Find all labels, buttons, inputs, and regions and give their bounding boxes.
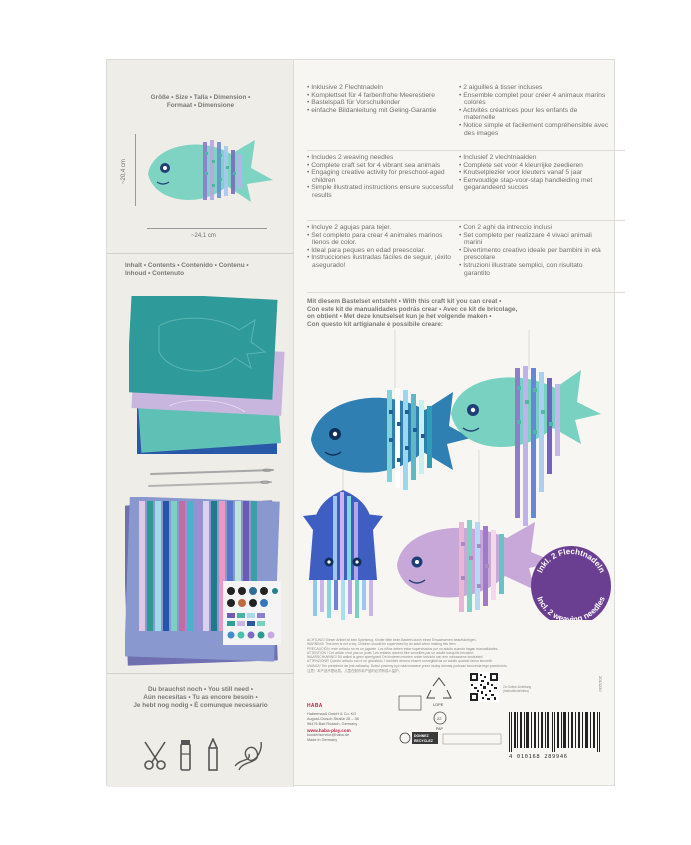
article-number: 2013220 bbox=[598, 676, 603, 692]
company-address: Habermaaß GmbH & Co. KG August-Grosch-St… bbox=[307, 712, 359, 743]
qr-caption: Zu Online-Anleitung (instructions/infos) bbox=[503, 685, 532, 693]
still-need-section: Du brauchst noch • You still need • Aún … bbox=[107, 673, 294, 787]
features-es: Incluye 2 agujas para tejer. Set complet… bbox=[307, 224, 457, 270]
qr-code[interactable] bbox=[469, 672, 499, 702]
chinese-warning: 注意！本产品不是玩具。儿童在制作本产品时必须有成人监护。 bbox=[307, 669, 402, 673]
barcode-number: 4 010168 289946 bbox=[509, 754, 568, 760]
haba-logo: HABA bbox=[307, 703, 323, 709]
contents-section: Inhalt • Contents • Contenido • Contenu … bbox=[107, 253, 294, 673]
recyclez-label: RECYCLEZ bbox=[414, 739, 434, 743]
divider bbox=[307, 292, 625, 293]
fish-size-illustration bbox=[148, 140, 273, 202]
contents-heading: Inhalt • Contents • Contenido • Contenu … bbox=[125, 262, 249, 277]
paper-strips-and-stickers-image bbox=[125, 497, 281, 666]
left-column: Größe • Size • Talla • Dimension • Forma… bbox=[107, 60, 294, 787]
package-back: Größe • Size • Talla • Dimension • Forma… bbox=[106, 59, 625, 787]
size-section: Größe • Size • Talla • Dimension • Forma… bbox=[107, 60, 294, 253]
features-de: Inklusive 2 Flechtnadeln Komplettset für… bbox=[307, 84, 457, 114]
triman-icon bbox=[399, 732, 438, 744]
mark-icon bbox=[398, 695, 422, 711]
recycle-icon bbox=[426, 677, 452, 699]
donnez-label: DONNEZ bbox=[414, 734, 430, 738]
pap-recycle-icon bbox=[433, 711, 447, 725]
divider bbox=[307, 220, 625, 221]
width-dimension-line bbox=[147, 228, 267, 229]
pap-code: 22 bbox=[437, 716, 442, 721]
sorting-info-box bbox=[442, 733, 502, 745]
finished-sea-animals-image: Inkl. 2 Flechtnadeln Incl. 2 weaving nee… bbox=[303, 330, 611, 620]
craft-results-heading: Mit diesem Bastelset entsteht • With thi… bbox=[307, 298, 518, 328]
still-need-heading: Du brauchst noch • You still need • Aún … bbox=[133, 686, 268, 709]
string-icon bbox=[234, 741, 262, 771]
scissors-icon bbox=[144, 741, 166, 770]
features-nl: Inclusief 2 vlechtnaalden Complete set v… bbox=[459, 154, 609, 192]
features-fr: 2 aiguilles à tisser incluses Ensemble c… bbox=[459, 84, 609, 137]
pencil-icon bbox=[208, 738, 218, 771]
width-label: ~24,1 cm bbox=[191, 233, 216, 239]
recycling-marks: LDPE 22 PAP DONNEZ RECYCLEZ bbox=[398, 677, 502, 745]
lilac-fish bbox=[397, 520, 555, 612]
weaving-needles-badge: Inkl. 2 Flechtnadeln Incl. 2 weaving nee… bbox=[531, 546, 611, 620]
height-label: ~20,4 cm bbox=[121, 159, 127, 184]
blue-squid bbox=[303, 490, 383, 620]
barcode bbox=[509, 712, 600, 752]
glue-stick-icon bbox=[180, 740, 191, 771]
blue-fish bbox=[311, 388, 471, 490]
safety-warnings: ACHTUNG! Dieser Artikel ist kein Spielze… bbox=[307, 638, 508, 668]
pap-label: PAP bbox=[436, 727, 444, 731]
cardboard-sheets-image bbox=[129, 296, 285, 454]
divider bbox=[307, 150, 625, 151]
height-dimension-line bbox=[135, 134, 145, 206]
features-it: Con 2 aghi da intreccio inclusi Set comp… bbox=[459, 224, 609, 277]
required-tools bbox=[144, 738, 262, 771]
weaving-needles-image bbox=[148, 468, 274, 487]
turquoise-fish bbox=[451, 366, 601, 526]
ldpe-label: LDPE bbox=[433, 702, 444, 707]
size-heading: Größe • Size • Talla • Dimension • Forma… bbox=[150, 94, 251, 109]
features-en: Includes 2 weaving needles Complete craf… bbox=[307, 154, 457, 200]
